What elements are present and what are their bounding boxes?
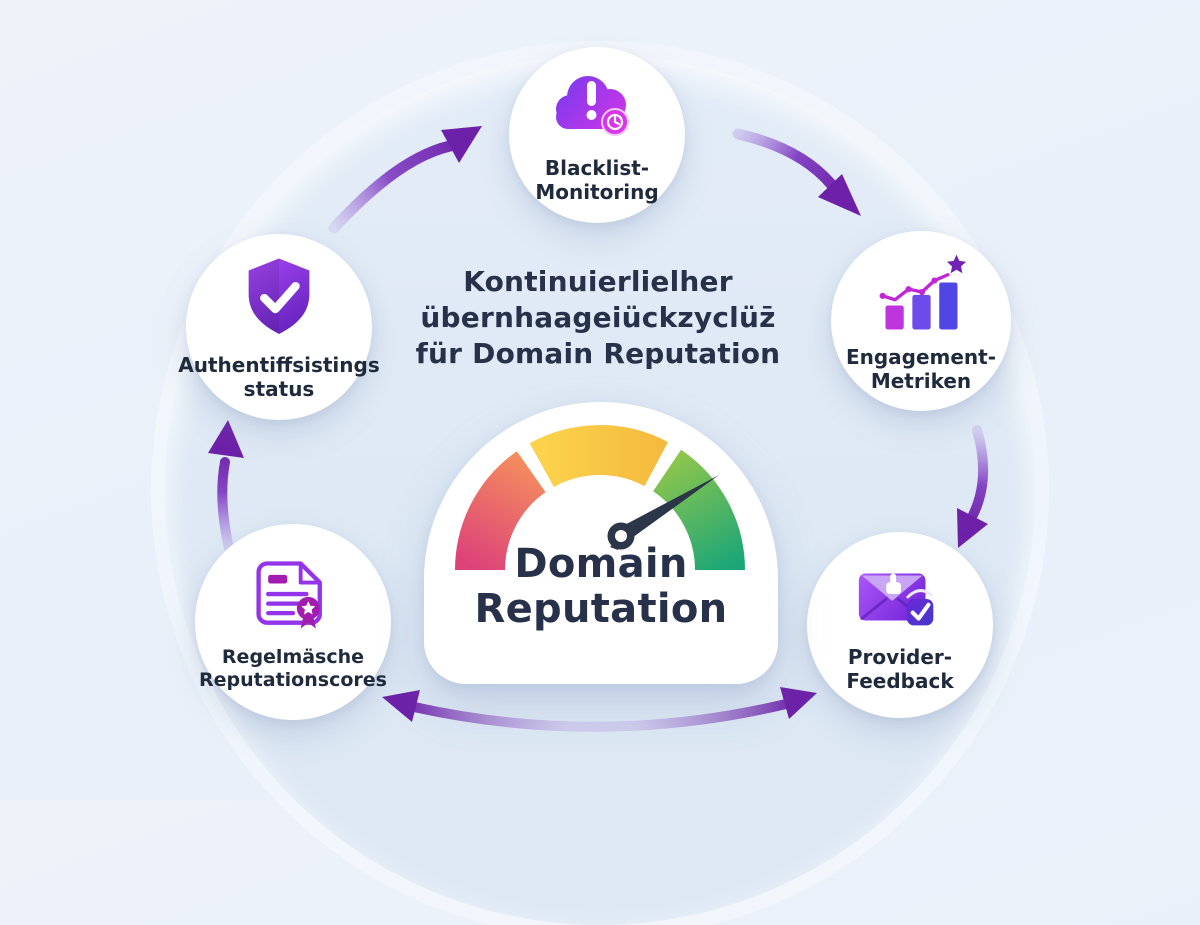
alert-cloud-icon <box>547 66 647 148</box>
node-label-provider: Provider- Feedback <box>846 644 954 693</box>
node-label-auth: Authentiffsistings status <box>178 352 380 401</box>
node-regelmaessige-reputationscores: Regelmäsche Reputationscores <box>195 524 391 720</box>
node-label-engagement: Engagement- Metriken <box>845 344 997 393</box>
node-label-scores: Regelmäsche Reputationscores <box>199 645 387 691</box>
node-provider-feedback: Provider- Feedback <box>807 532 993 718</box>
diagram-title-line2: übernhaageiückzyclüz̄ <box>420 301 776 334</box>
growth-chart-icon <box>873 249 969 337</box>
node-blacklist-monitoring: Blacklist- Monitoring <box>509 47 685 223</box>
reputation-gauge-icon <box>455 425 745 571</box>
node-authentifizierungsstatus: Authentiffsistings status <box>178 234 380 420</box>
diagram-title-line3: für Domain Reputation <box>415 337 781 370</box>
infographic-canvas: Kontinuierlielher übernhaageiückzyclüz̄ … <box>165 47 1035 925</box>
domain-reputation-card: Domain Reputation <box>424 402 778 684</box>
diagram-title: Kontinuierlielher übernhaageiückzyclüz̄ … <box>348 264 848 372</box>
star-glyph <box>946 254 967 273</box>
center-label: Domain Reputation <box>474 541 728 632</box>
node-label-blacklist: Blacklist- Monitoring <box>535 155 659 204</box>
node-engagement-metriken: Engagement- Metriken <box>831 231 1011 411</box>
gauge-needle <box>607 475 719 550</box>
diagram-title-line1: Kontinuierlielher <box>463 265 733 298</box>
shield-check-icon <box>233 253 325 345</box>
score-report-icon <box>244 552 342 638</box>
mail-thumbs-up-icon <box>851 557 949 637</box>
